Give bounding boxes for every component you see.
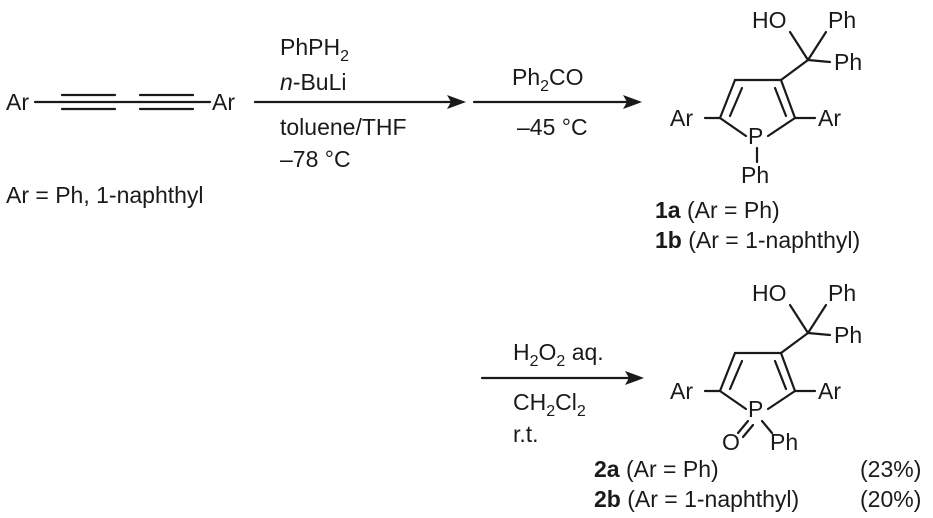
step1-reagent-1: PhPH2 <box>280 34 349 65</box>
p2-ring-c2-c3-double <box>773 359 788 391</box>
step2-arrow-head <box>623 95 642 109</box>
p2-oxygen: O <box>722 429 740 455</box>
p2-phosphorus: P <box>748 396 763 422</box>
p1-bond-ph-top <box>806 30 828 62</box>
label-1a: 1a (Ar = Ph) <box>655 197 780 223</box>
label-1b: 1b (Ar = 1-naphthyl) <box>655 227 860 253</box>
p1-ring-c2-c3 <box>779 78 797 120</box>
step2-arrow-group: Ph2CO –45 °C <box>472 64 642 140</box>
ar-definition: Ar = Ph, 1-naphthyl <box>6 182 204 208</box>
label-2a: 2a (Ar = Ph) <box>594 456 719 482</box>
phosphole-product-1: HO Ph Ph P Ar Ar Ph 1a (Ar = Ph) 1b (Ar … <box>655 7 862 253</box>
p1-ring-c5-p <box>718 116 748 138</box>
p2-ho: HO <box>752 280 787 306</box>
step3-solvent: CH2Cl2 <box>513 389 586 420</box>
step3-arrow-group: H2O2 aq. CH2Cl2 r.t. <box>480 339 644 447</box>
reactant-ar-left: Ar <box>6 89 29 115</box>
p2-bond-ph-mid <box>806 331 832 337</box>
p1-ring-c2-c3-double <box>773 86 788 118</box>
step1-reagent-2: n-BuLi <box>280 69 347 95</box>
p2-ring-p-c2 <box>766 389 797 411</box>
p2-bond-p-ph <box>760 419 774 435</box>
label-2b: 2b (Ar = 1-naphthyl) <box>594 486 799 512</box>
p1-ar-right: Ar <box>818 105 841 131</box>
p1-ring-c4-c5 <box>718 78 737 120</box>
yield-2a: (23%) <box>860 456 921 482</box>
step2-reagent: Ph2CO <box>512 64 584 95</box>
yield-2b: (20%) <box>860 486 921 512</box>
phosphole-oxide-product-2: HO Ph Ph P Ar Ar O Ph 2a (Ar = Ph) (23%)… <box>594 280 921 512</box>
p1-ph-mid: Ph <box>834 49 862 75</box>
step1-solvent: toluene/THF <box>280 114 407 140</box>
p2-ph-top: Ph <box>828 280 856 306</box>
p2-ar-right: Ar <box>818 378 841 404</box>
step1-arrow-group: PhPH2 n-BuLi toluene/THF –78 °C <box>253 34 466 172</box>
step3-temperature: r.t. <box>513 421 539 447</box>
step3-arrow-head <box>625 371 644 385</box>
p2-bond-p-o-a <box>736 419 750 435</box>
p1-bond-ho <box>788 30 810 62</box>
p2-ar-left: Ar <box>670 378 693 404</box>
p1-ring-c4-c5-double <box>728 86 744 118</box>
p1-ph-n: Ph <box>741 162 769 188</box>
p1-bond-ph-mid <box>806 58 832 64</box>
p2-bond-ho <box>788 303 810 335</box>
p2-ring-c4-c5-double <box>728 359 744 391</box>
p1-ph-top: Ph <box>828 7 856 33</box>
reactant-ar-right: Ar <box>212 89 235 115</box>
p2-ring-c5-p <box>718 389 748 411</box>
p1-phosphorus: P <box>748 123 763 149</box>
p1-ring-p-c2 <box>766 116 797 138</box>
p2-bond-ph-top <box>806 303 828 335</box>
p1-ar-left: Ar <box>670 105 693 131</box>
p2-ph-p: Ph <box>770 429 798 455</box>
step1-temperature: –78 °C <box>280 146 351 172</box>
p2-ring-c2-c3 <box>779 351 797 393</box>
p2-ring-c4-c5 <box>718 351 737 393</box>
p2-bond-c3 <box>779 331 810 355</box>
p2-ph-mid: Ph <box>834 322 862 348</box>
step3-oxidant: H2O2 aq. <box>513 339 604 370</box>
p2-bond-p-o-b <box>741 423 755 439</box>
step2-temperature: –45 °C <box>517 114 588 140</box>
step1-arrow-head <box>447 95 466 109</box>
diyne-reactant: Ar Ar Ar = Ph, 1-naphthyl <box>6 89 235 208</box>
p1-bond-c3 <box>779 58 810 82</box>
p1-ho: HO <box>752 7 787 33</box>
